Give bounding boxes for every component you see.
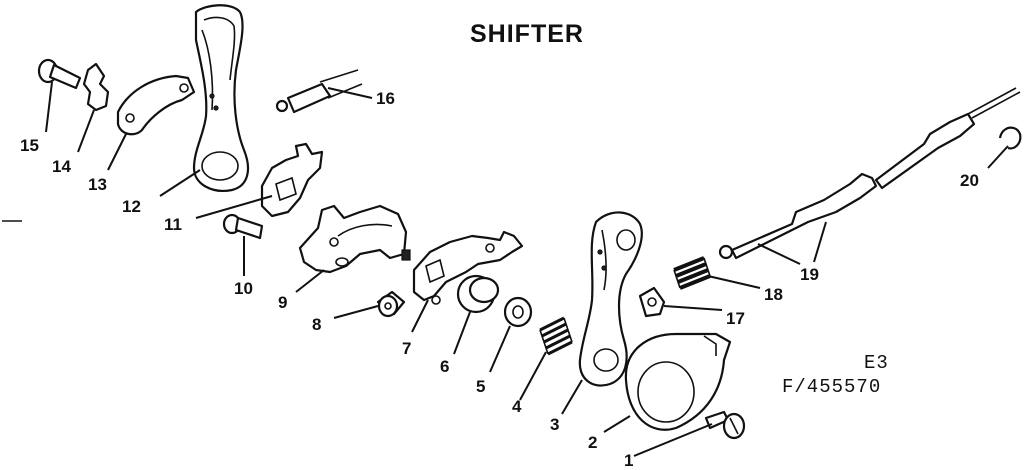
part-5-washer <box>503 296 533 328</box>
callout-20: 20 <box>960 171 979 190</box>
part-17-clip <box>638 286 666 318</box>
callout-13: 13 <box>88 175 107 194</box>
part-14-wing-nut <box>82 62 110 112</box>
part-2-cover <box>624 332 732 431</box>
callout-17: 17 <box>726 309 745 328</box>
callout-18: 18 <box>764 285 783 304</box>
callout-3: 3 <box>550 415 560 434</box>
callout-14: 14 <box>52 157 71 176</box>
part-13-curved-plate <box>116 74 196 136</box>
part-11-bracket <box>260 142 324 218</box>
callout-5: 5 <box>476 377 486 396</box>
callout-15: 15 <box>20 136 39 155</box>
part-12-shift-lever <box>192 4 250 192</box>
part-18-spring <box>673 256 711 290</box>
callout-19: 19 <box>800 265 819 284</box>
part-8-bushing <box>376 290 406 318</box>
callout-11: 11 <box>164 215 182 234</box>
part-19-cable-assembly <box>718 87 1021 260</box>
callout-10: 10 <box>234 279 253 298</box>
callout-16: 16 <box>376 89 395 108</box>
callout-4: 4 <box>512 397 522 416</box>
catalog-code-line-1: E3 <box>864 352 889 374</box>
part-16-cable-end <box>275 69 363 114</box>
callout-9: 9 <box>278 293 288 312</box>
callout-6: 6 <box>440 357 450 376</box>
diagram-title: SHIFTER <box>470 20 584 48</box>
part-20-e-clip <box>998 126 1022 150</box>
callout-7: 7 <box>402 339 412 358</box>
part-9-clamp <box>298 204 411 274</box>
part-10-pin <box>222 213 264 240</box>
callout-8: 8 <box>312 315 322 334</box>
callout-2: 2 <box>588 433 598 452</box>
part-4-spring <box>539 316 573 356</box>
part-7-linkage-plate <box>412 230 524 305</box>
part-15-bolt <box>37 58 82 90</box>
catalog-code-line-2: F/455570 <box>782 376 882 398</box>
callout-12: 12 <box>122 197 141 216</box>
part-6-cap <box>456 274 500 314</box>
leader-lines <box>45 81 1009 457</box>
part-3-lower-lever <box>578 211 643 387</box>
callout-1: 1 <box>624 451 634 470</box>
